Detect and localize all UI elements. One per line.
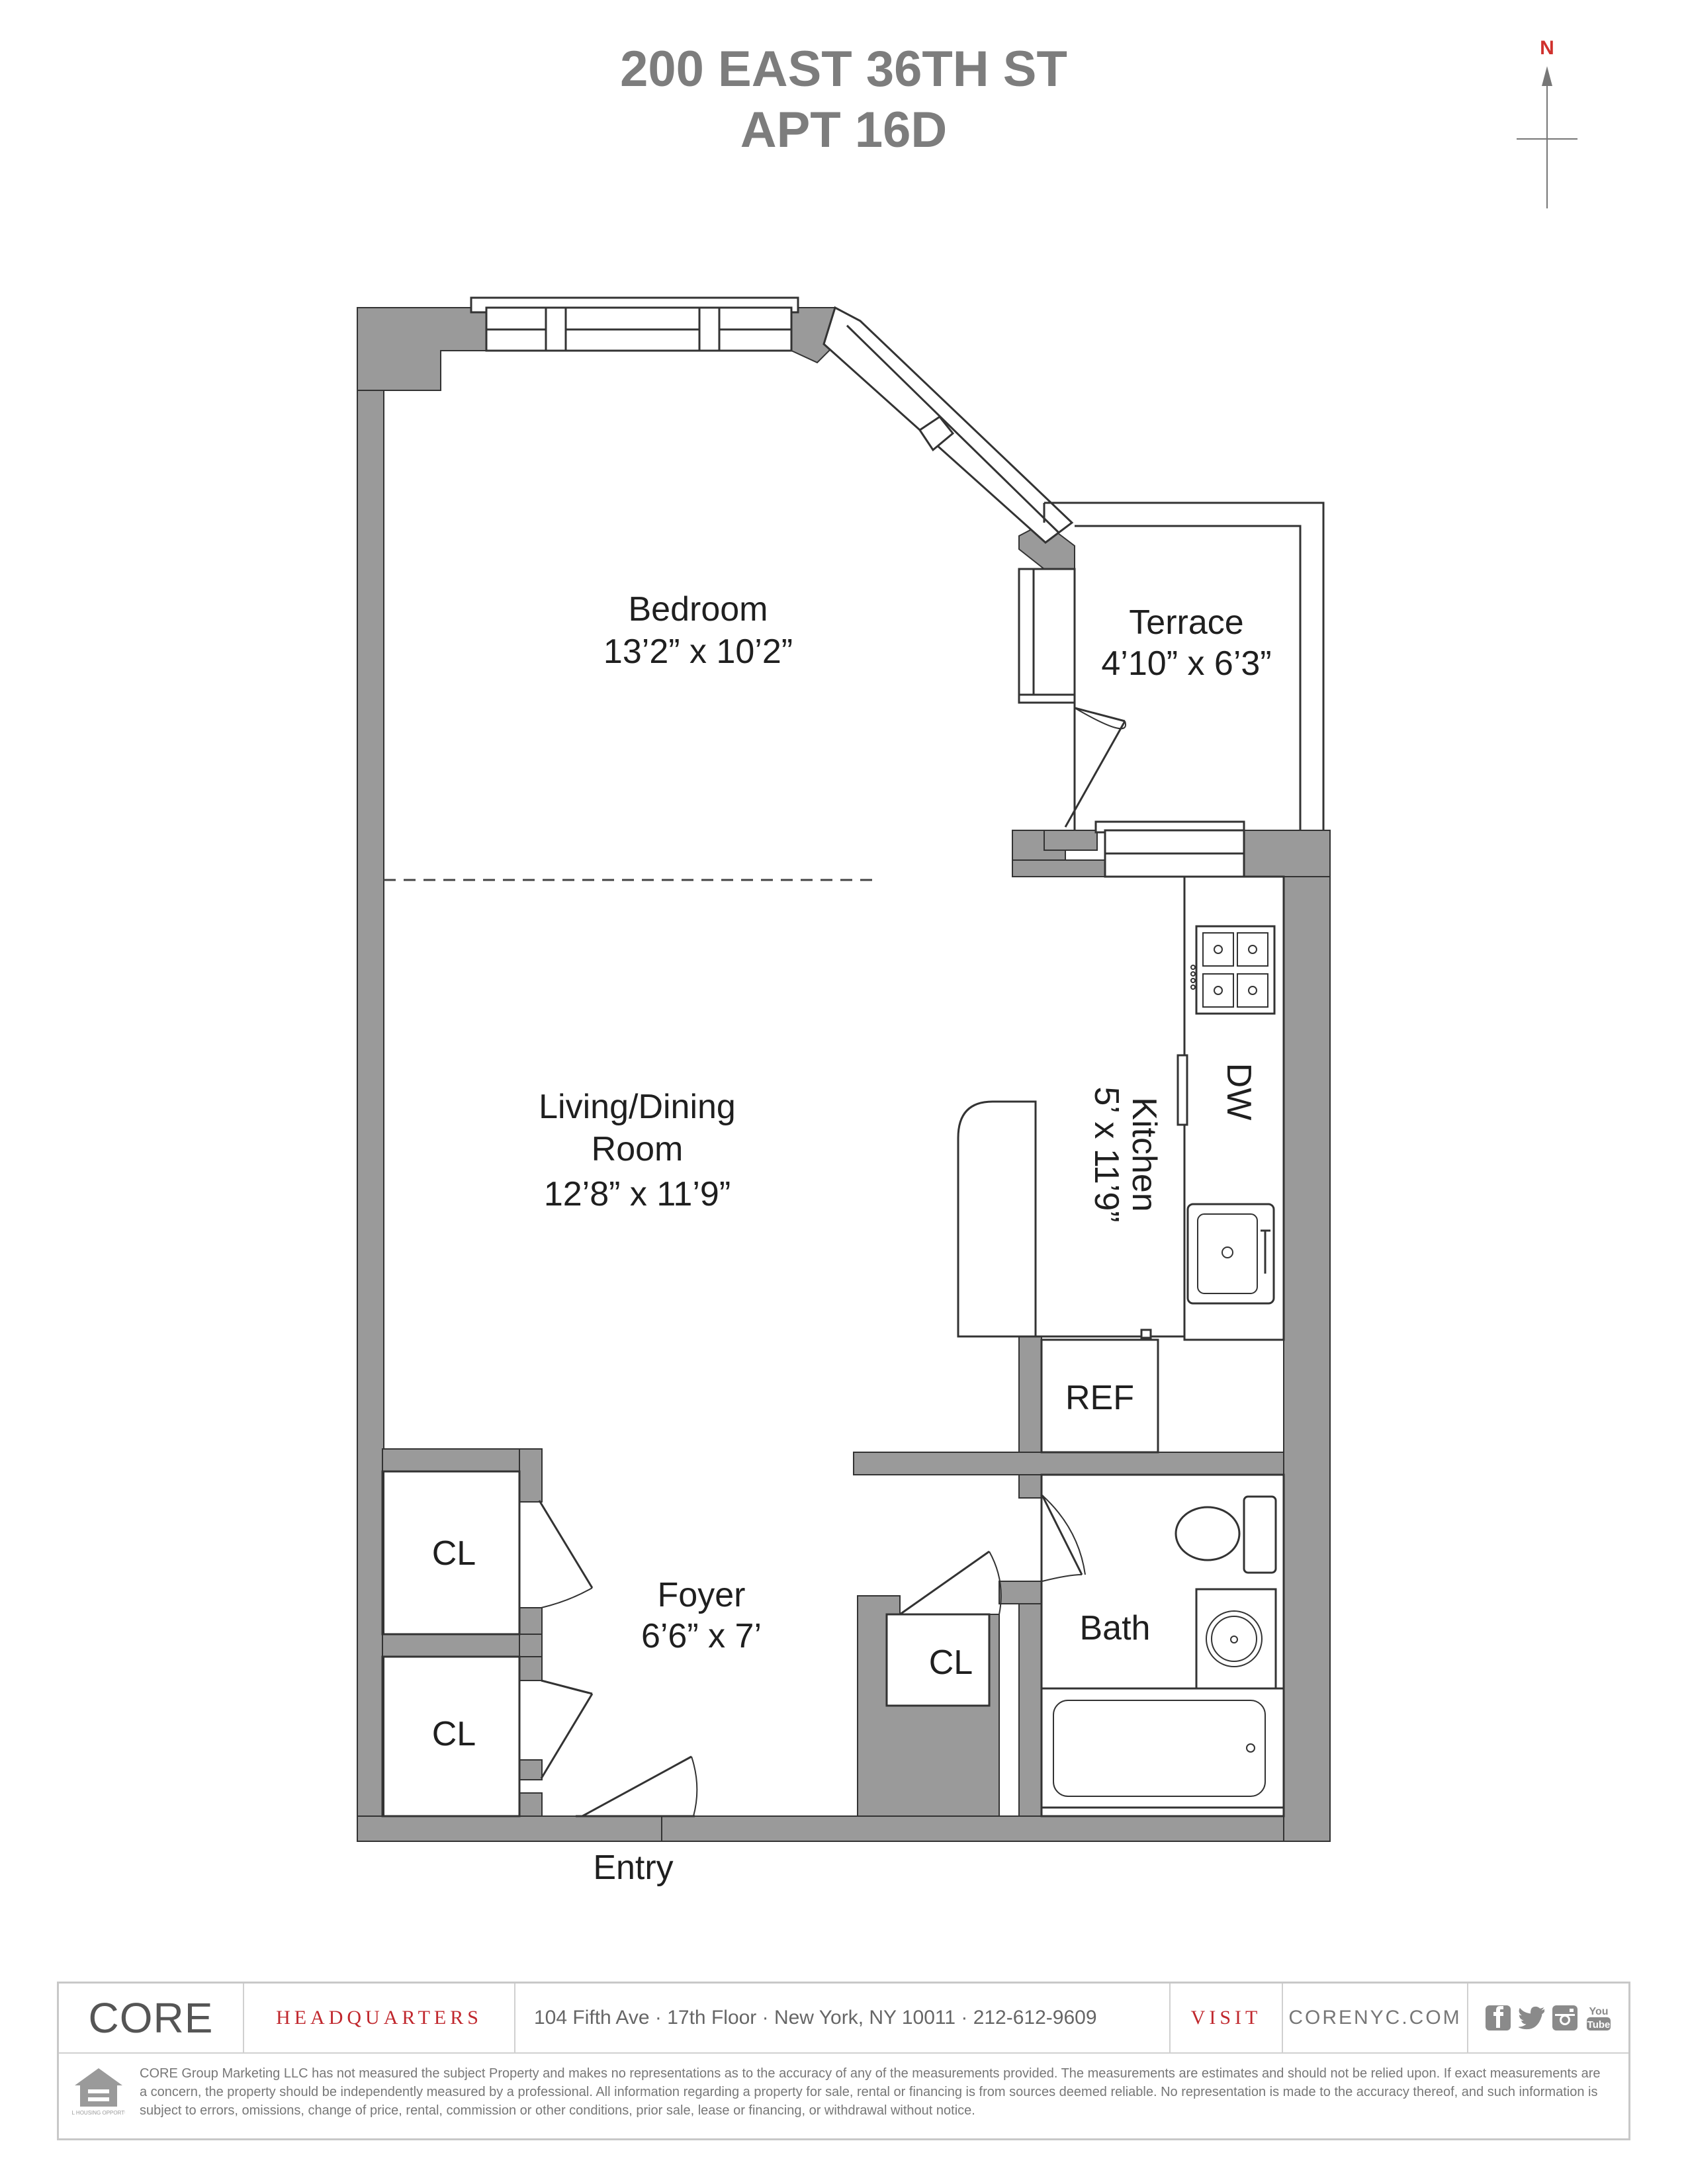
footer-contact-bar: CORE HEADQUARTERS 104 Fifth Ave · 17th F… <box>59 1984 1628 2054</box>
website-link[interactable]: CORENYC.COM <box>1283 1984 1468 2052</box>
instagram-icon[interactable] <box>1552 2005 1578 2031</box>
foyer-closet <box>885 1550 1002 1707</box>
bathtub-icon <box>1040 1687 1285 1809</box>
kitchen-label: Kitchen <box>1125 1097 1163 1211</box>
left-closets <box>381 1470 594 1817</box>
youtube-icon[interactable]: You Tube <box>1585 2005 1612 2031</box>
eho-label: EQUAL HOUSING OPPORTUNITY <box>72 2110 125 2116</box>
refrigerator-label: REF <box>1065 1379 1134 1417</box>
equal-housing-opportunity-icon: EQUAL HOUSING OPPORTUNITY <box>57 2066 141 2125</box>
kitchen: DW Kitchen 5’ x 11’9” <box>957 875 1285 1341</box>
bedroom-window-diagonal <box>822 306 1074 544</box>
closet-upper-left-label: CL <box>432 1534 476 1573</box>
footer: CORE HEADQUARTERS 104 Fifth Ave · 17th F… <box>57 1982 1630 2140</box>
walls <box>357 307 1331 1842</box>
facebook-icon[interactable] <box>1485 2005 1511 2031</box>
headquarters-label: HEADQUARTERS <box>244 1984 515 2052</box>
address-title: 200 EAST 36TH ST <box>620 41 1067 97</box>
twitter-icon[interactable] <box>1518 2005 1545 2031</box>
entry-door <box>576 1755 698 1817</box>
footer-disclaimer-area: EQUAL HOUSING OPPORTUNITY CORE Group Mar… <box>57 2052 1628 2138</box>
bedroom-window-top <box>470 296 799 352</box>
core-logo[interactable]: CORE <box>59 1984 244 2052</box>
entry-label: Entry <box>593 1849 673 1887</box>
refrigerator <box>1040 1338 1159 1454</box>
visit-label: VISIT <box>1171 1984 1283 2052</box>
kitchen-sink-icon <box>1186 1203 1275 1305</box>
bedroom-label: Bedroom <box>629 590 768 629</box>
terrace-label: Terrace <box>1129 603 1243 642</box>
bedroom-dims: 13’2” x 10’2” <box>603 633 793 671</box>
living-label-line2: Room <box>592 1130 684 1168</box>
legal-disclaimer: CORE Group Marketing LLC has not measure… <box>140 2066 1601 2118</box>
youtube-text-1: You <box>1589 2006 1608 2017</box>
bath-label: Bath <box>1080 1609 1151 1647</box>
bath-sink-icon <box>1195 1588 1277 1690</box>
cooktop-icon <box>1190 925 1276 1015</box>
kitchen-dims: 5’ x 11’9” <box>1087 1086 1126 1222</box>
youtube-text-2: Tube <box>1587 2019 1610 2031</box>
living-dims: 12’8” x 11’9” <box>544 1175 731 1213</box>
foyer-closet-label: CL <box>929 1643 973 1682</box>
dishwasher-label: DW <box>1220 1063 1258 1121</box>
closet-lower-left-label: CL <box>432 1715 476 1753</box>
compass-label: N <box>1540 37 1554 59</box>
headquarters-address: 104 Fifth Ave · 17th Floor · New York, N… <box>515 1984 1171 2052</box>
foyer-dims: 6’6” x 7’ <box>641 1617 762 1655</box>
apartment-title: APT 16D <box>740 102 948 158</box>
bathroom <box>1040 1473 1285 1817</box>
terrace <box>1018 502 1325 878</box>
toilet-icon <box>1175 1495 1277 1574</box>
terrace-dims: 4’10” x 6’3” <box>1101 644 1271 683</box>
living-label-line1: Living/Dining <box>539 1088 736 1126</box>
social-links: You Tube <box>1468 1984 1628 2052</box>
north-arrow-icon: N <box>1517 37 1577 208</box>
foyer-label: Foyer <box>658 1576 746 1614</box>
